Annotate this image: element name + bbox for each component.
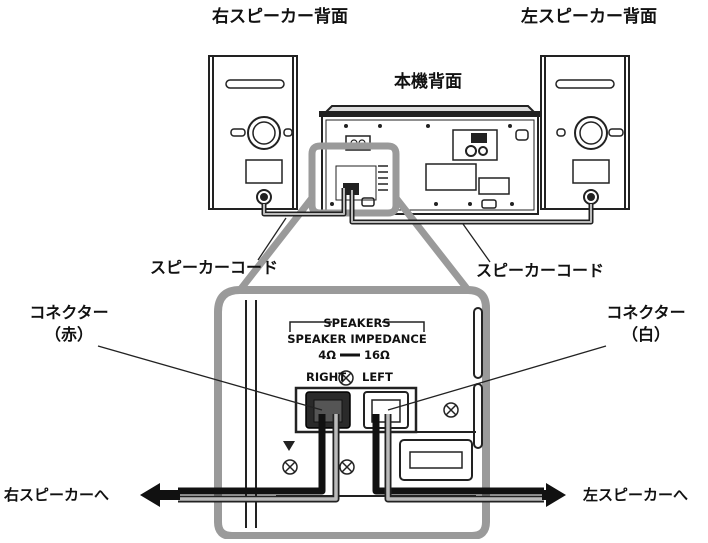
unit-screws [330, 124, 514, 206]
panel-impedance-label: SPEAKER IMPEDANCE [287, 332, 427, 346]
terminal-block [294, 386, 418, 434]
panel-impedance-high: 16Ω [364, 348, 390, 362]
connector-white-title: コネクター [606, 303, 686, 322]
connector-white-color: （白） [621, 325, 671, 344]
panel-right-terminal: RIGHT [306, 370, 346, 384]
speakers-bracket [289, 321, 425, 332]
panel-text: SPEAKERS SPEAKER IMPEDANCE 4Ω 16Ω RIGHT … [287, 316, 427, 384]
connector-red-color: （赤） [44, 325, 94, 344]
right-speaker-back-label: 右スピーカー背面 [212, 7, 348, 27]
unit-back-label: 本機背面 [394, 72, 462, 92]
panel-impedance-low: 4Ω [318, 348, 336, 362]
speaker-cord-label-right: スピーカーコード [476, 261, 605, 280]
connector-leader-lines [97, 345, 607, 411]
main-unit-back [319, 105, 541, 215]
long-cord-left [372, 414, 544, 503]
cord-leader-lines [257, 217, 491, 263]
speaker-cord-label-left: スピーカーコード [150, 258, 279, 277]
connector-red-title: コネクター [29, 303, 109, 322]
speaker-cords-top [261, 188, 594, 225]
right-speaker-back [208, 55, 298, 210]
left-speaker-back [540, 55, 630, 210]
arrow-right-icon [542, 483, 566, 507]
to-left-speaker-label: 左スピーカーへ [583, 486, 689, 504]
triangle-marker-icon [283, 441, 295, 451]
panel-left-terminal: LEFT [362, 370, 393, 384]
panel-screws [282, 370, 459, 475]
arrow-left-icon [140, 483, 180, 507]
long-cord-right [178, 414, 340, 503]
panel-speakers-title: SPEAKERS [323, 316, 390, 330]
to-right-speaker-label: 右スピーカーへ [4, 486, 110, 504]
left-speaker-back-label: 左スピーカー背面 [521, 7, 657, 27]
